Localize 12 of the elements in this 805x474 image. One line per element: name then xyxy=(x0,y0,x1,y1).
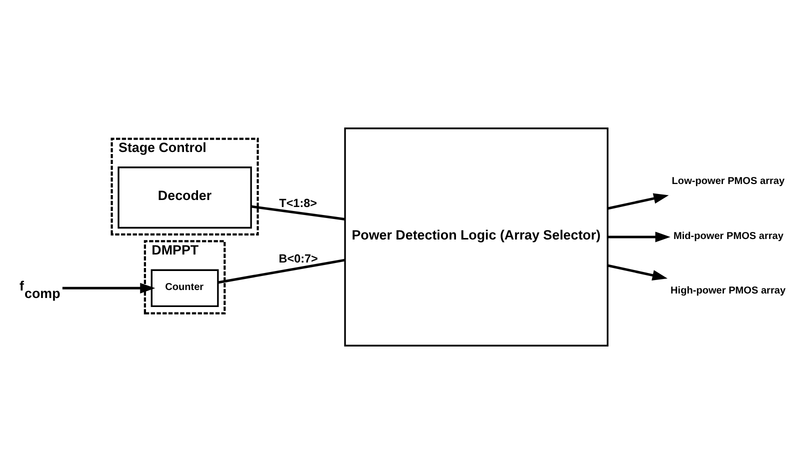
node-box: Counter xyxy=(150,269,219,308)
node-text: Mid-power PMOS array xyxy=(673,230,784,242)
edge-label: B<0:7> xyxy=(278,252,318,266)
arrow xyxy=(607,193,669,210)
node-text: High-power PMOS array xyxy=(670,285,786,296)
arrow xyxy=(608,232,670,242)
arrow xyxy=(62,282,156,294)
node-box: Decoder xyxy=(118,166,252,229)
edge-label: T<1:8> xyxy=(279,196,318,210)
arrow xyxy=(607,264,668,280)
node-box: Power Detection Logic (Array Selector) xyxy=(344,128,608,346)
node-text: Low-power PMOS array xyxy=(672,176,785,188)
